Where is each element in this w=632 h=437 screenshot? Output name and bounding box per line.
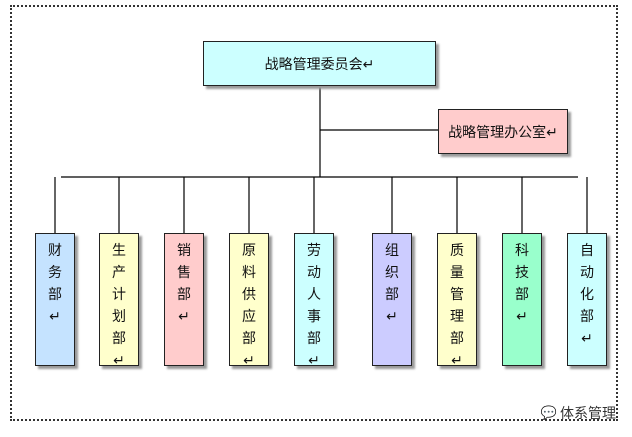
department-label: 科技部↵ [515,243,529,325]
office-label: 战略管理办公室↵ [448,124,558,141]
watermark-text: 体系管理 [560,406,616,422]
department-label: 劳动人事部↵ [307,243,321,369]
department-box-supply: 原料供应部↵ [229,233,269,369]
watermark: 💬 体系管理 [541,403,616,423]
department-label: 组织部↵ [385,243,399,325]
committee-box: 战略管理委员会↵ [203,41,436,86]
department-label: 销售部↵ [177,243,191,325]
department-label: 财务部↵ [48,243,62,325]
department-label: 质量管理部↵ [450,243,464,369]
department-box-automation: 自动化部↵ [567,233,607,366]
department-box-quality: 质量管理部↵ [437,233,477,369]
wechat-icon: 💬 [540,405,557,421]
department-box-hr: 劳动人事部↵ [294,233,334,369]
department-label: 自动化部↵ [580,243,594,347]
department-label: 原料供应部↵ [242,243,256,369]
department-drop-lines [54,177,588,233]
department-box-production-planning: 生产计划部↵ [99,233,139,369]
department-box-organization: 组织部↵ [372,233,412,366]
office-box: 战略管理办公室↵ [438,109,568,154]
department-label: 生产计划部↵ [112,243,126,369]
department-box-finance: 财务部↵ [35,233,75,366]
department-box-technology: 科技部↵ [502,233,542,366]
committee-label: 战略管理委员会↵ [264,56,375,73]
diagram-frame [10,5,618,421]
department-box-sales: 销售部↵ [164,233,204,366]
